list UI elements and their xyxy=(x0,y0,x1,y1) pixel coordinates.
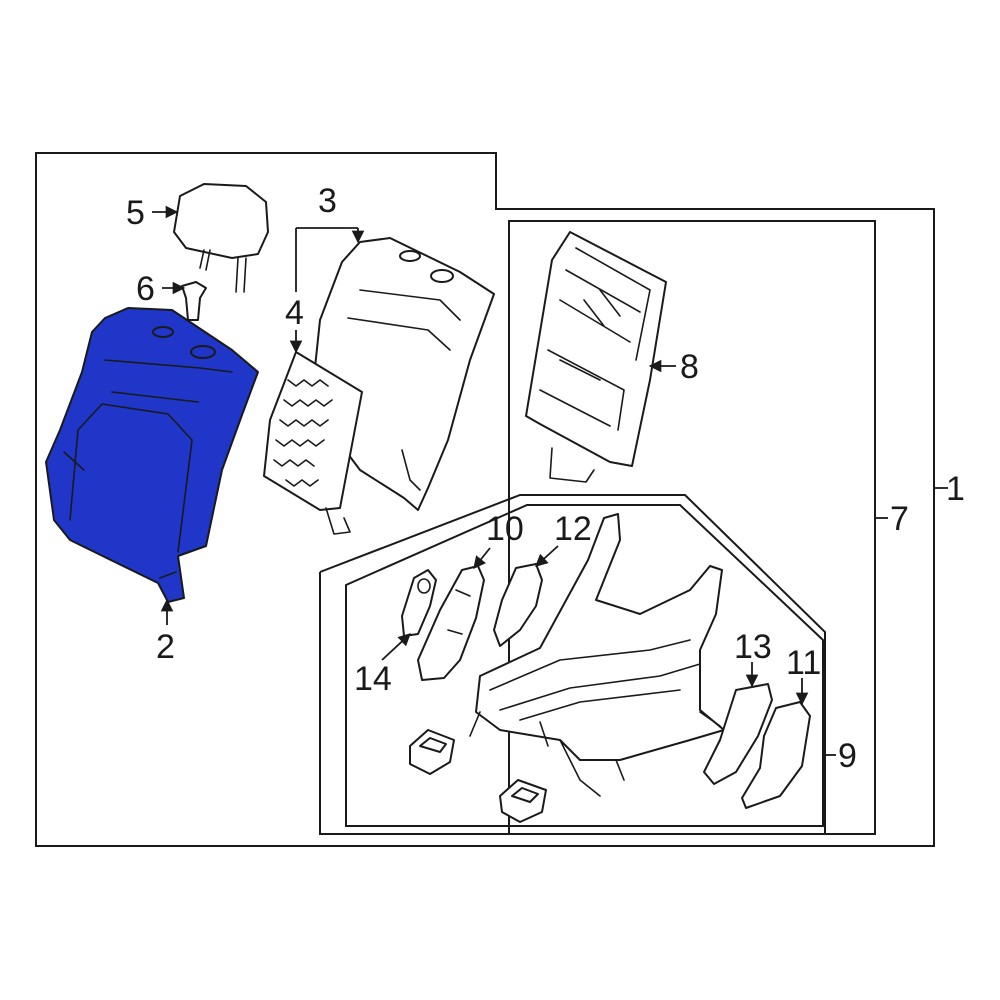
part-5-posts xyxy=(199,249,247,293)
callout-1: 1 xyxy=(946,470,965,508)
part-2-shape xyxy=(45,307,259,603)
part-9-shape xyxy=(475,513,725,761)
callout-3: 3 xyxy=(318,182,337,220)
part-8-seat-back-frame[interactable] xyxy=(525,231,667,483)
part-3-shape xyxy=(311,237,495,511)
callout-9: 9 xyxy=(838,737,857,775)
part-2-guide-right xyxy=(190,345,216,359)
part-14-shape xyxy=(401,569,437,637)
callout-2: 2 xyxy=(156,628,175,666)
part-3-guide-left xyxy=(399,250,421,262)
frame-assembly-9 xyxy=(319,221,876,835)
part-11-shape xyxy=(741,701,811,809)
part-2-detail xyxy=(63,359,233,579)
leader-10 xyxy=(473,547,491,569)
callout-10: 10 xyxy=(486,510,524,548)
part-6-shape xyxy=(181,281,207,321)
part-2-seat-back-cover[interactable] xyxy=(45,307,259,603)
callout-5: 5 xyxy=(126,194,145,232)
part-3-detail xyxy=(347,289,461,491)
part-5-shape xyxy=(173,183,269,259)
part-14-pivot xyxy=(417,578,431,594)
part-3-guide-right xyxy=(430,269,454,283)
block-right xyxy=(499,779,547,823)
part-10-trim-cover[interactable] xyxy=(417,565,485,681)
callout-12: 12 xyxy=(554,510,592,548)
part-12-bracket-cover[interactable] xyxy=(493,563,543,647)
inner-frame-9 xyxy=(345,504,824,827)
part-4-heater-mat[interactable] xyxy=(263,351,363,535)
part-13-shape xyxy=(703,683,773,785)
part-2-guide-left xyxy=(152,326,174,338)
block-right-shape xyxy=(499,779,547,823)
part-4-shape xyxy=(263,351,363,511)
part-4-pattern xyxy=(273,379,333,487)
callout-13: 13 xyxy=(734,628,772,666)
outer-frame xyxy=(35,152,935,847)
part-9-rails xyxy=(469,639,721,797)
block-left-shape xyxy=(409,729,455,775)
callout-6: 6 xyxy=(136,270,155,308)
leader-14 xyxy=(381,633,411,661)
part-8-detail xyxy=(539,247,651,483)
part-12-shape xyxy=(493,563,543,647)
callout-7: 7 xyxy=(890,500,909,538)
callout-4: 4 xyxy=(285,294,304,332)
part-11-end-cover[interactable] xyxy=(741,701,811,809)
part-10-detail xyxy=(447,589,471,635)
callout-11: 11 xyxy=(786,644,821,682)
part-9-seat-frame[interactable] xyxy=(469,513,725,797)
part-13-shield[interactable] xyxy=(703,683,773,785)
callout-8: 8 xyxy=(680,348,699,386)
part-14-lever[interactable] xyxy=(401,569,437,637)
part-5-headrest[interactable] xyxy=(173,183,269,293)
leader-12 xyxy=(535,545,559,567)
part-4-connector xyxy=(325,507,351,535)
callout-14: 14 xyxy=(354,660,392,698)
part-6-guide[interactable] xyxy=(181,281,207,321)
block-left xyxy=(409,729,455,775)
part-8-shape xyxy=(525,231,667,467)
part-3-seat-back-pad[interactable] xyxy=(311,237,495,511)
